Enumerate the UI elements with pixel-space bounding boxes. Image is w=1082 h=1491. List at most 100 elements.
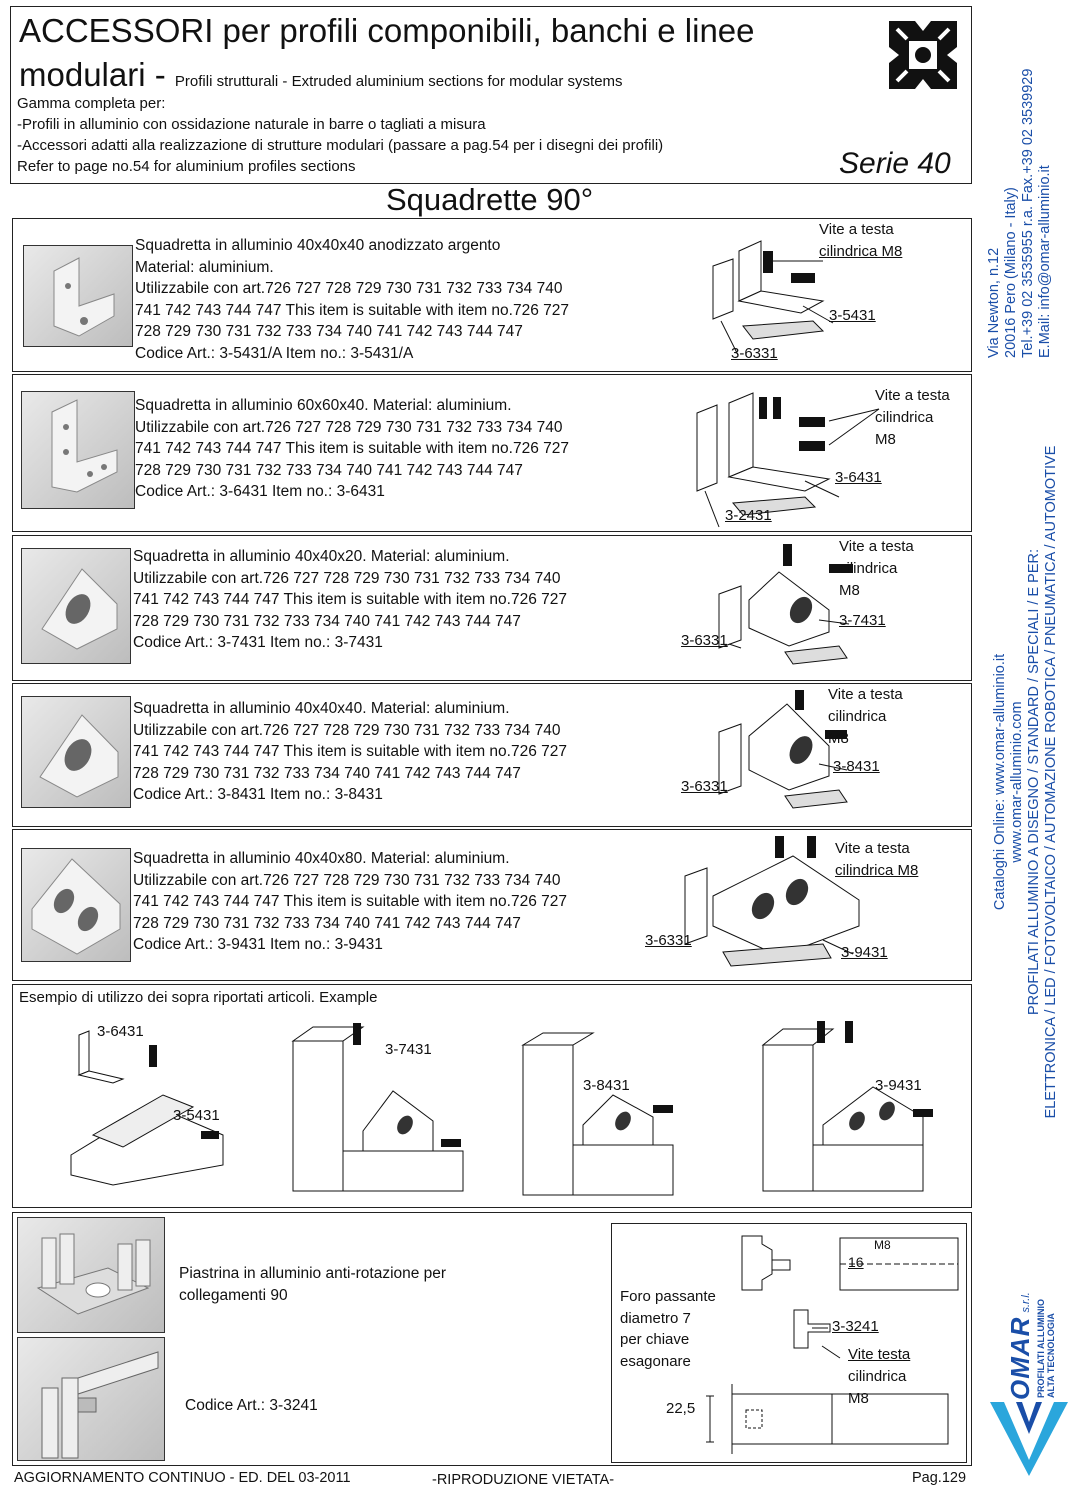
plate-desc: collegamenti 90 xyxy=(179,1287,288,1304)
product-desc: Squadretta in alluminio 40x40x20. Materi… xyxy=(133,546,567,654)
plate-drawing-box: Foro passante diametro 7 per chiave esag… xyxy=(611,1223,967,1463)
callout-label: M8 xyxy=(875,431,896,448)
callout-label: 3-8431 xyxy=(833,758,880,775)
desc-line: 728 729 730 731 732 733 734 740 741 742 … xyxy=(133,612,521,630)
bracket-drawing xyxy=(696,392,880,528)
bracket-photo-icon xyxy=(31,858,121,955)
product-row-1: Squadretta in alluminio 40x40x40 anodizz… xyxy=(12,218,972,372)
desc-line: 728 729 730 731 732 733 734 740 741 742 … xyxy=(133,764,521,782)
callout-label: Vite a testa xyxy=(875,387,950,404)
logo-tagline: ALTA TECNOLOGIA xyxy=(1046,1313,1056,1398)
address-line: Via Newton, n.12 xyxy=(986,247,1002,358)
product-desc: Squadretta in alluminio 40x40x40 anodizz… xyxy=(135,235,569,365)
callout-label: 3-6331 xyxy=(681,778,728,795)
dim-label: 16 xyxy=(848,1254,864,1270)
profile-section-icon xyxy=(889,21,957,89)
plate-assembly-photo xyxy=(17,1337,165,1461)
bracket-photo-icon xyxy=(39,714,119,798)
desc-line: 741 742 743 744 747 This item is suitabl… xyxy=(135,440,569,458)
desc-line: Material: aluminium. xyxy=(135,258,274,276)
callout-label: 3-6331 xyxy=(681,632,728,649)
logo-tagline: PROFILATI ALLUMINIO xyxy=(1036,1299,1046,1398)
example-drawing-1 xyxy=(70,1030,224,1186)
callout-label: 3-6431 xyxy=(835,469,882,486)
page-title-line2: modulari - Profili strutturali - Extrude… xyxy=(19,57,623,100)
logo-suffix: s.r.l. xyxy=(1020,1292,1032,1313)
header-box: ACCESSORI per profili componibili, banch… xyxy=(10,6,972,184)
desc-line: Utilizzabile con art.726 727 728 729 730… xyxy=(133,569,561,587)
desc-line: Squadretta in alluminio 40x40x40. Materi… xyxy=(133,700,510,717)
example-drawing-4 xyxy=(761,1021,933,1192)
address-line: Tel.+39 02 3535955 r.a. Fax.+39 02 35399… xyxy=(1020,68,1036,358)
example-label: 3-5431 xyxy=(173,1107,220,1124)
callout-label: cilindrica M8 xyxy=(819,243,903,260)
callout-label: M8 xyxy=(839,582,860,599)
product-row-2: Squadretta in alluminio 60x60x40. Materi… xyxy=(12,374,972,532)
product-photo xyxy=(21,848,131,962)
example-label: 3-7431 xyxy=(385,1041,432,1058)
example-box: Esempio di utilizzo dei sopra riportati … xyxy=(12,984,972,1208)
desc-line: 741 742 743 744 747 This item is suitabl… xyxy=(133,893,567,911)
desc-line: 741 742 743 744 747 This item is suitabl… xyxy=(133,743,567,761)
example-title: Esempio di utilizzo dei sopra riportati … xyxy=(19,989,378,1006)
bracket-photo-icon xyxy=(51,399,118,493)
catalog-line: www.omar-alluminio.com xyxy=(1009,701,1025,863)
plate-code: Codice Art.: 3-3241 xyxy=(185,1397,318,1414)
callout-label: Vite a testa xyxy=(839,538,914,555)
callout-label: 3-2431 xyxy=(725,507,772,524)
omar-logo-tagline: PROFILATI ALLUMINIO ALTA TECNOLOGIA xyxy=(1036,1299,1056,1398)
logo-name: OMAR xyxy=(1005,1316,1035,1400)
callout-label: 3-6331 xyxy=(731,345,778,362)
bracket-drawing xyxy=(712,240,834,356)
plate-tech-drawing xyxy=(706,1235,959,1454)
product-photo xyxy=(21,548,131,664)
desc-line: Squadretta in alluminio 40x40x80. Materi… xyxy=(133,850,510,867)
callout-label: Vite a testa xyxy=(819,221,894,238)
part-label: Vite testa xyxy=(848,1346,911,1363)
product-photo xyxy=(21,391,135,509)
example-drawing-2 xyxy=(291,1023,464,1192)
part-label: M8 xyxy=(848,1390,869,1407)
desc-line: Squadretta in alluminio 40x40x40 anodizz… xyxy=(135,237,501,254)
catalog-line: Cataloghi Online: www.omar-alluminio.it xyxy=(992,653,1008,911)
section-title: Squadrette 90° xyxy=(386,182,594,217)
desc-line: Codice Art.: 3-8431 Item no.: 3-8431 xyxy=(133,786,383,804)
desc-line: 741 742 743 744 747 This item is suitabl… xyxy=(135,301,569,319)
desc-line: Utilizzabile con art.726 727 728 729 730… xyxy=(133,871,561,889)
foro-line: diametro 7 xyxy=(620,1309,691,1327)
desc-line: Utilizzabile con art.726 727 728 729 730… xyxy=(135,418,563,436)
part-label: cilindrica xyxy=(848,1368,907,1385)
assembly-photo-icon xyxy=(41,1351,159,1459)
product-desc: Squadretta in alluminio 40x40x40. Materi… xyxy=(133,698,567,806)
desc-line: 728 729 730 731 732 733 734 740 741 742 … xyxy=(135,323,523,341)
bracket-photo-icon xyxy=(41,568,118,650)
plate-photo-icon xyxy=(36,1233,151,1315)
example-label: 3-9431 xyxy=(875,1077,922,1094)
desc-line: Codice Art.: 3-9431 Item no.: 3-9431 xyxy=(133,936,383,954)
omar-logo-icon xyxy=(990,1402,1068,1476)
plate-box: Piastrina in alluminio anti-rotazione pe… xyxy=(12,1212,972,1466)
product-row-3: Squadretta in alluminio 40x40x20. Materi… xyxy=(12,535,972,681)
header-line: Refer to page no.54 for aluminium profil… xyxy=(17,158,356,175)
example-label: 3-6431 xyxy=(97,1023,144,1040)
dim-label: M8 xyxy=(874,1238,891,1252)
product-row-5: Squadretta in alluminio 40x40x80. Materi… xyxy=(12,829,972,981)
header-lines: Gamma completa per: -Profili in allumini… xyxy=(17,93,663,177)
callout-label: cilindrica xyxy=(875,409,934,426)
part-label: 3-3241 xyxy=(832,1318,879,1335)
callout-label: cilindrica xyxy=(839,560,898,577)
footer-edition: AGGIORNAMENTO CONTINUO - ED. DEL 03-2011 xyxy=(14,1470,351,1486)
product-row-4: Squadretta in alluminio 40x40x40. Materi… xyxy=(12,683,972,827)
callout-label: cilindrica M8 xyxy=(835,862,919,879)
header-line: -Profili in alluminio con ossidazione na… xyxy=(17,116,486,133)
foro-line: esagonare xyxy=(620,1352,691,1370)
callout-label: 3-7431 xyxy=(839,612,886,629)
page-subtitle: Profili strutturali - Extruded aluminium… xyxy=(174,73,623,90)
plate-desc: Piastrina in alluminio anti-rotazione pe… xyxy=(179,1265,447,1282)
bracket-photo-icon xyxy=(53,257,115,337)
bracket-drawing xyxy=(718,690,848,809)
callout-label: 3-6331 xyxy=(645,932,692,949)
header-line: -Accessori adatti alla realizzazione di … xyxy=(17,137,664,154)
foro-text: Foro passante diametro 7 per chiave esag… xyxy=(620,1286,716,1372)
sidebar-address: Via Newton, n.12 20016 Pero (Milano - It… xyxy=(986,69,1054,358)
